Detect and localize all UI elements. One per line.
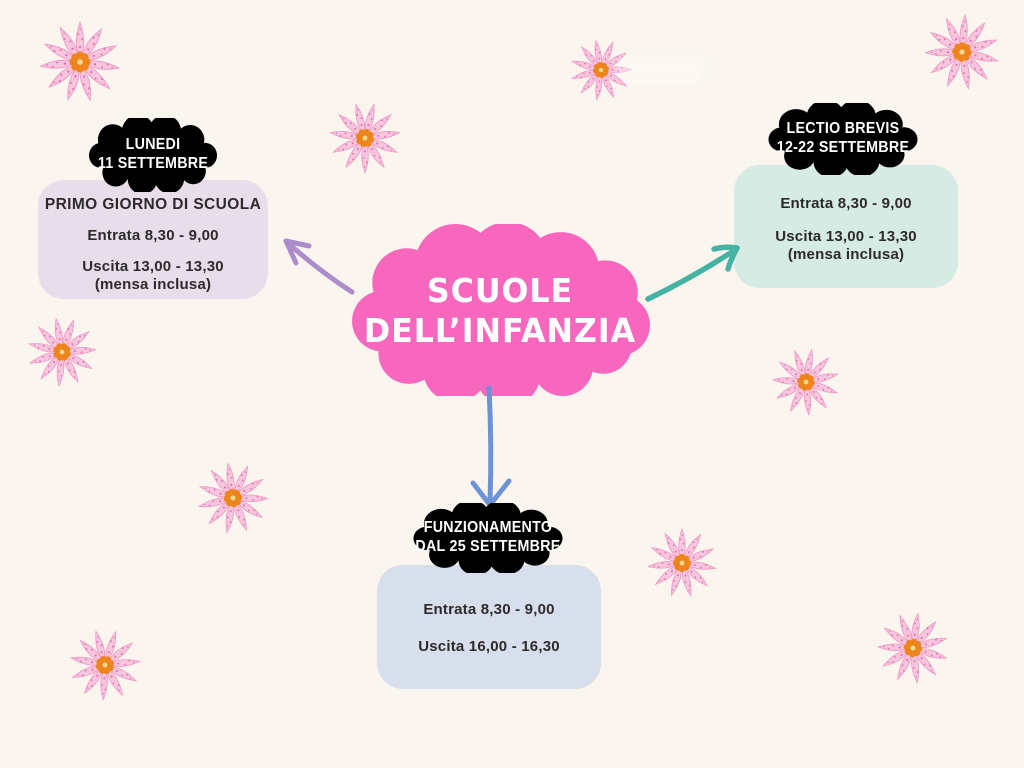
node-left-badge-line1: LUNEDI xyxy=(125,136,181,154)
node-left-title: PRIMO GIORNO DI SCUOLA xyxy=(44,196,262,213)
flower-icon xyxy=(38,20,122,104)
node-bottom-badge-line2: DAL 25 SETTEMBRE xyxy=(415,538,561,555)
faint-watermark xyxy=(618,56,702,82)
central-topic-line1: SCUOLE xyxy=(426,271,574,311)
node-right-exit: Uscita 13,00 - 13,30 xyxy=(775,228,917,245)
flower-icon xyxy=(765,341,846,422)
flower-icon xyxy=(191,456,275,540)
node-left-badge-line2: 11 SETTEMBRE xyxy=(97,155,209,172)
node-bottom-badge: FUNZIONAMENTO DAL 25 SETTEMBRE xyxy=(410,503,566,573)
central-topic-line2: DELL’INFANZIA xyxy=(363,311,637,350)
node-right-box: Entrata 8,30 - 9,00 Uscita 13,00 - 13,30… xyxy=(734,165,958,288)
node-right-badge-line1: LECTIO BREVIS xyxy=(786,120,900,138)
node-bottom-badge-line1: FUNZIONAMENTO xyxy=(423,519,553,537)
node-left-entry: Entrata 8,30 - 9,00 xyxy=(87,227,219,244)
arrow-to-left-icon xyxy=(283,238,355,295)
node-right-badge-line2: 12-22 SETTEMBRE xyxy=(776,139,910,156)
node-bottom-box: Entrata 8,30 - 9,00 Uscita 16,00 - 16,30 xyxy=(377,565,601,689)
flower-icon xyxy=(871,606,955,690)
arrow-down-icon xyxy=(470,385,512,508)
node-right-entry: Entrata 8,30 - 9,00 xyxy=(780,195,912,212)
flower-icon xyxy=(60,620,151,711)
node-bottom-exit: Uscita 16,00 - 16,30 xyxy=(418,638,560,655)
node-left-exit: Uscita 13,00 - 13,30 xyxy=(82,258,224,275)
flower-icon xyxy=(320,93,411,184)
node-right-badge: LECTIO BREVIS 12-22 SETTEMBRE xyxy=(765,103,921,175)
arrow-to-right-icon xyxy=(645,244,740,302)
node-left-box: PRIMO GIORNO DI SCUOLA Entrata 8,30 - 9,… xyxy=(38,180,268,299)
node-left-note: (mensa inclusa) xyxy=(94,276,212,293)
node-left-badge: LUNEDI 11 SETTEMBRE xyxy=(86,118,220,192)
flower-icon xyxy=(920,10,1005,95)
flower-icon xyxy=(16,306,108,398)
node-right-note: (mensa inclusa) xyxy=(787,246,905,263)
flower-icon xyxy=(646,527,718,599)
central-topic-cloud: SCUOLE DELL’INFANZIA xyxy=(348,224,652,396)
node-bottom-entry: Entrata 8,30 - 9,00 xyxy=(423,601,555,618)
